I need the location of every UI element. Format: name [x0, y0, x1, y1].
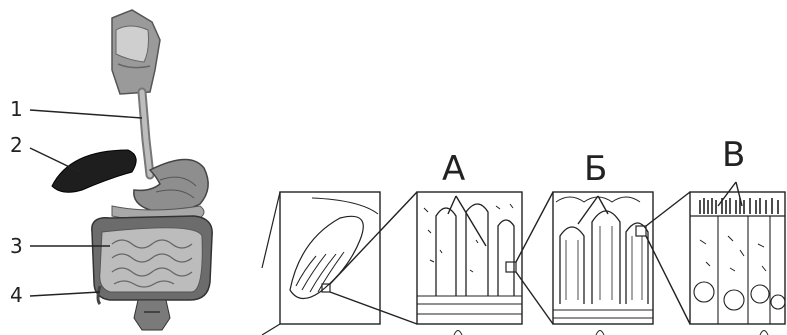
- leader-1: [30, 110, 142, 118]
- label-3: 3: [10, 234, 23, 258]
- letter-v: В: [722, 135, 745, 175]
- zoom-series: [262, 182, 785, 335]
- label-4: 4: [10, 283, 23, 307]
- leader-2: [30, 148, 80, 172]
- label-2: 2: [10, 133, 23, 157]
- letter-a: А: [442, 149, 465, 189]
- label-1: 1: [10, 97, 23, 121]
- letter-b: Б: [584, 149, 607, 189]
- leader-4: [30, 292, 100, 296]
